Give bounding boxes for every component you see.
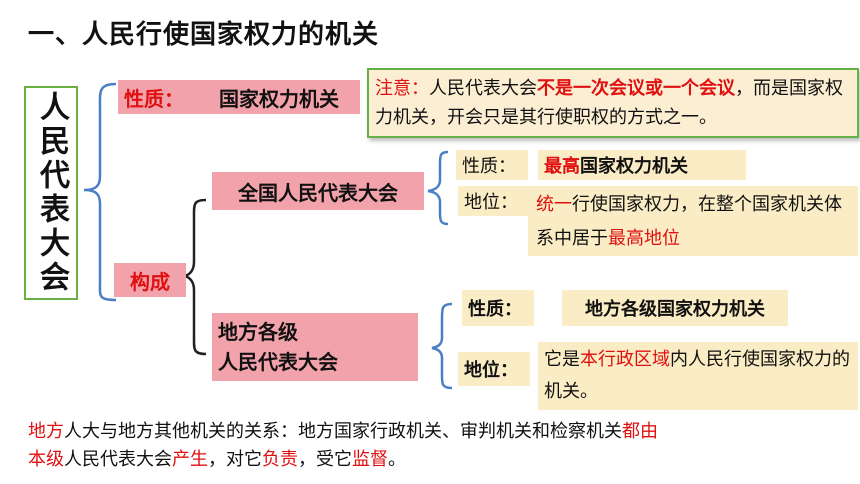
footer-text-1: 人大与地方其他机关的关系：地方国家行政机关、审判机关和检察机关 <box>64 421 622 442</box>
footer-text-3: ，对它 <box>208 449 262 470</box>
national-status-red1: 统一 <box>536 194 572 215</box>
national-congress-box: 全国人民代表大会 <box>212 172 424 210</box>
local-name-line2: 人民代表大会 <box>218 350 338 374</box>
national-status-value: 统一行使国家权力，在整个国家机关体系中居于最高地位 <box>528 186 858 256</box>
note-text-1: 人民代表大会 <box>429 78 537 99</box>
local-status-text1: 它是 <box>544 349 580 370</box>
page-title: 一、人民行使国家权力的机关 <box>28 20 380 50</box>
footer-red-3: 本级 <box>28 449 64 470</box>
note-box: 注意：人民代表大会不是一次会议或一个会议，而是国家权力机关，开会只是其行使职权的… <box>367 68 859 138</box>
national-nature-label: 性质： <box>456 150 528 180</box>
local-nature-label: 性质： <box>462 290 534 326</box>
footer-red-4: 产生 <box>172 449 208 470</box>
nature-label: 性质： <box>118 80 198 114</box>
footer-red-2: 都由 <box>622 421 658 442</box>
root-label: 人民代表大会 <box>34 91 69 295</box>
local-congress-box: 地方各级 人民代表大会 <box>212 313 418 381</box>
national-status-red2: 最高地位 <box>608 228 680 249</box>
national-nature-red: 最高 <box>544 156 580 177</box>
local-status-text2: 内人民行使国家权力的机关。 <box>544 349 850 402</box>
local-status-value: 它是本行政区域内人民行使国家权力的机关。 <box>538 342 858 410</box>
footer-text: 地方人大与地方其他机关的关系：地方国家行政机关、审判机关和检察机关都由本级人民代… <box>28 418 828 474</box>
footer-text-5: 。 <box>388 449 406 470</box>
national-status-text1: 行使国家权力，在整个国家机关体系中居于 <box>536 194 842 249</box>
nature-value: 国家权力机关 <box>198 80 360 114</box>
national-status-label: 地位： <box>458 186 528 216</box>
local-name-line1: 地方各级 <box>218 320 298 344</box>
footer-red-1: 地方 <box>28 421 64 442</box>
local-nature-value: 地方各级国家权力机关 <box>562 290 788 326</box>
national-nature-value: 最高国家权力机关 <box>538 150 746 180</box>
footer-text-2: 人民代表大会 <box>64 449 172 470</box>
local-status-red: 本行政区域 <box>580 349 670 370</box>
national-nature-rest: 国家权力机关 <box>580 156 688 177</box>
footer-red-6: 监督 <box>352 449 388 470</box>
note-emphasis: 不是一次会议或一个会议 <box>537 78 735 99</box>
footer-red-5: 负责 <box>262 449 298 470</box>
composition-label: 构成 <box>114 263 186 297</box>
local-status-label: 地位： <box>458 352 530 386</box>
footer-text-4: ，受它 <box>298 449 352 470</box>
note-text-2: ，而是国家权力机关，开会只是其行使职权的方式之一。 <box>375 78 843 128</box>
root-node: 人民代表大会 <box>24 86 78 300</box>
note-prefix: 注意： <box>375 78 429 99</box>
